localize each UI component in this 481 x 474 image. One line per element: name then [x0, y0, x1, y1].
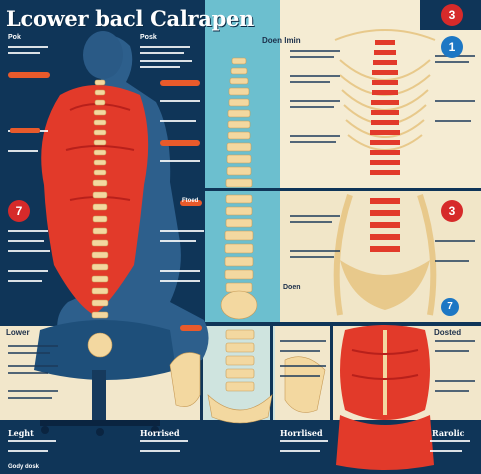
- badge-mid-right-blue: 7: [441, 298, 459, 316]
- label-top-right: Doen lmin: [262, 36, 301, 45]
- label-top-mid: Posk: [140, 34, 157, 41]
- label-top-left: Pok: [8, 34, 21, 41]
- badge-mid-right-number: 3: [441, 200, 463, 222]
- label-mid-left-heading: Ftoed: [182, 198, 199, 204]
- label-bottom-mid-right: Horrlised: [280, 428, 323, 438]
- label-bottom-right-heading: Dosted: [434, 328, 462, 337]
- label-bottom-right: Rarolic: [432, 428, 465, 438]
- label-footer-left: Gody dosk: [8, 464, 40, 470]
- infographic-title: Lcower bacl Calrapen: [6, 6, 255, 31]
- label-lower: Lower: [6, 328, 30, 337]
- badge-top-right-number: 3: [441, 4, 463, 26]
- label-bottom-mid-left: Horrised: [140, 428, 180, 438]
- label-bottom-left: Leght: [8, 428, 34, 438]
- badge-top-right-blue: 1: [441, 36, 463, 58]
- badge-mid-left-number: 7: [8, 200, 30, 222]
- label-mid-center: Doen: [283, 284, 301, 291]
